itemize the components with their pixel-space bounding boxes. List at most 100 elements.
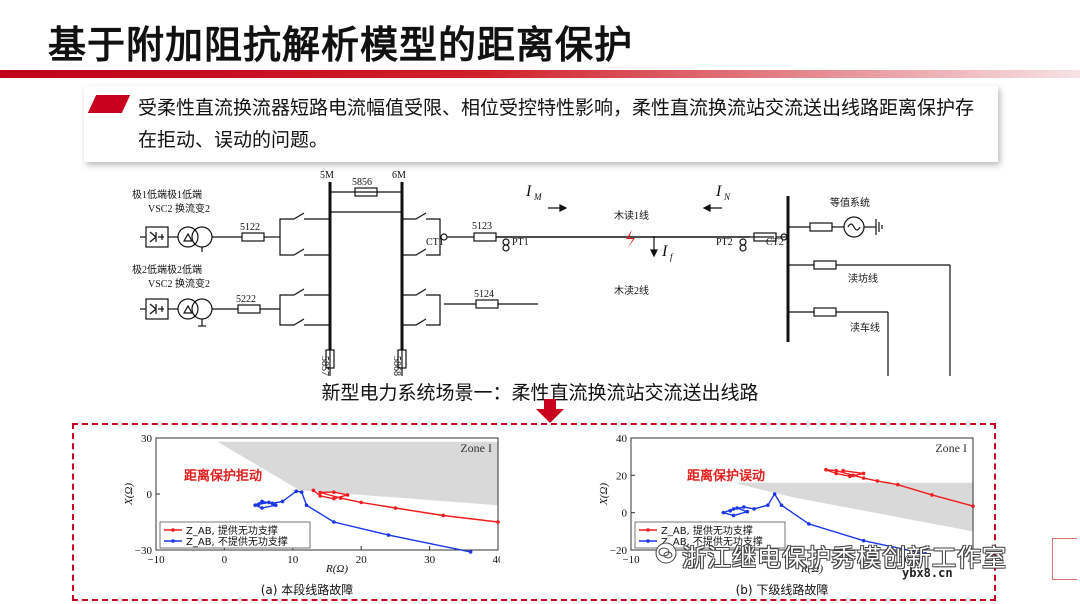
current-im-subscript: M bbox=[533, 192, 542, 202]
breaker-5124-label: 5124 bbox=[474, 289, 494, 300]
breaker-5856-label: 5856 bbox=[352, 177, 372, 188]
series-point-red bbox=[848, 474, 852, 479]
legend-box bbox=[159, 521, 311, 549]
lower-switch-fan bbox=[279, 288, 330, 326]
series-point-blue bbox=[923, 551, 927, 556]
legend-label: Z_AB, 提供无功支撑 bbox=[186, 524, 278, 537]
breaker-dufang bbox=[813, 260, 837, 270]
y-axis-label: X(Ω) bbox=[598, 483, 610, 506]
breaker-equiv-system bbox=[809, 222, 833, 232]
scenario-caption: 新型电力系统场景一：柔性直流换流站交流送出线路 bbox=[321, 382, 759, 404]
fault-lightning-icon bbox=[626, 230, 635, 249]
series-point-red bbox=[834, 471, 838, 476]
y-tick-label: 0 bbox=[147, 489, 153, 501]
series-point-red bbox=[851, 473, 856, 478]
zone-label: Zone I bbox=[935, 441, 967, 455]
y-tick-label: 0 bbox=[622, 508, 628, 520]
current-if-label: I bbox=[661, 243, 668, 260]
zone-label: Zone I bbox=[460, 441, 492, 455]
series-point-blue bbox=[766, 503, 770, 507]
y-tick-label: −30 bbox=[135, 545, 153, 557]
upper-converter-label-2: VSC2 换流变2 bbox=[148, 202, 210, 215]
y-axis-label: X(Ω) bbox=[123, 483, 135, 506]
legend-label: Z_AB, 不提供无功支撑 bbox=[661, 535, 763, 548]
pt2-label: PT2 bbox=[716, 237, 733, 248]
transformer2-winding-b bbox=[191, 298, 213, 320]
legend-swatch-marker bbox=[171, 539, 175, 543]
series-point-red bbox=[834, 468, 838, 473]
vsc1-block bbox=[145, 226, 169, 248]
equiv-system-label: 等值系统 bbox=[830, 196, 870, 209]
series-point-blue bbox=[745, 509, 750, 514]
vsc2-block bbox=[145, 298, 169, 320]
series-point-red bbox=[393, 506, 398, 510]
current-in-label: I bbox=[715, 183, 722, 200]
series-point-red bbox=[318, 494, 322, 498]
x-tick-label: 10 bbox=[287, 554, 299, 566]
series-point-red bbox=[930, 493, 934, 497]
legend-box bbox=[634, 521, 786, 549]
plot-panel-frame bbox=[72, 423, 996, 601]
series-point-blue bbox=[273, 503, 278, 507]
transformer1-winding-b bbox=[191, 226, 213, 248]
panel-caption: (b) 下级线路故障 bbox=[736, 582, 829, 597]
series-point-blue bbox=[728, 509, 732, 513]
circuit-diagram: 极1低端极1低端 VSC2 换流变2 极2低端极2低端 VSC2 换流变2 5M… bbox=[132, 170, 951, 376]
corner-mark bbox=[1052, 538, 1077, 580]
vsc1-symbol-icon bbox=[149, 231, 164, 243]
x-tick-label: −10 bbox=[622, 554, 640, 566]
legend-swatch-marker bbox=[171, 528, 175, 532]
title-divider bbox=[0, 70, 1080, 78]
callout-box: 受柔性直流换流器短路电流幅值受限、相位受控特性影响，柔性直流换流站交流送出线路距… bbox=[84, 86, 998, 162]
wechat-icon bbox=[655, 542, 677, 564]
callout-text: 受柔性直流换流器短路电流幅值受限、相位受控特性影响，柔性直流换流站交流送出线路距… bbox=[138, 97, 975, 151]
series-point-blue bbox=[735, 506, 739, 510]
x-tick-label: 20 bbox=[356, 554, 368, 566]
series-point-red bbox=[338, 496, 343, 500]
series-point-blue bbox=[772, 492, 777, 496]
plot-frame bbox=[630, 437, 974, 551]
series-line-blue bbox=[721, 492, 926, 555]
breaker-5122 bbox=[241, 232, 265, 242]
callout-marker-icon bbox=[87, 95, 131, 113]
line-3-label: 渎坊线 bbox=[848, 272, 878, 285]
breaker-5123 bbox=[473, 232, 497, 242]
lower-converter-label-1: 极2低端极2低端 bbox=[132, 263, 202, 276]
series-point-blue bbox=[807, 522, 811, 526]
x-tick-label: 20 bbox=[831, 554, 843, 566]
current-im-label: I bbox=[525, 183, 532, 200]
zone-polygon bbox=[733, 482, 973, 532]
legend-swatch-marker bbox=[646, 528, 650, 532]
annotation-label: 距离保护拒动 bbox=[184, 468, 262, 484]
feeder1-switch-fan bbox=[402, 212, 441, 256]
current-in-subscript: N bbox=[723, 192, 731, 202]
breaker-5122-label: 5122 bbox=[240, 222, 260, 233]
plot-panel-b: −1001020304040200−20R(Ω)X(Ω)Zone I距离保护误动… bbox=[598, 433, 976, 597]
series-point-red bbox=[861, 476, 866, 480]
current-if-subscript: f bbox=[670, 252, 674, 262]
bus-6m-label: 6M bbox=[392, 170, 406, 181]
upper-switch-fan bbox=[279, 212, 330, 256]
breaker-duche bbox=[813, 307, 837, 317]
y-tick-label: 40 bbox=[616, 433, 628, 445]
bus-5m-label: 5M bbox=[320, 170, 334, 181]
transformer1-winding-a bbox=[177, 226, 199, 248]
series-point-red bbox=[841, 468, 845, 473]
series-point-red bbox=[332, 490, 336, 494]
title-bar: 基于附加阻抗解析模型的距离保护 bbox=[0, 0, 1080, 78]
x-tick-label: 40 bbox=[968, 554, 976, 566]
breaker-5124 bbox=[475, 299, 499, 309]
series-point-blue bbox=[779, 503, 784, 507]
x-tick-label: 0 bbox=[222, 554, 228, 566]
series-point-red bbox=[311, 488, 316, 493]
breaker-5222-label: 5222 bbox=[236, 294, 256, 305]
series-point-blue bbox=[731, 507, 736, 511]
lower-converter-label-2: VSC2 换流变2 bbox=[148, 277, 210, 290]
breaker-5123-label: 5123 bbox=[472, 221, 492, 232]
series-line-blue bbox=[253, 490, 471, 553]
series-point-red bbox=[895, 482, 900, 487]
pt1-label: PT1 bbox=[512, 237, 529, 248]
breaker-5857-label: 5857 bbox=[319, 356, 330, 376]
feeder2-switch-fan bbox=[402, 288, 441, 326]
series-point-red bbox=[875, 479, 880, 483]
